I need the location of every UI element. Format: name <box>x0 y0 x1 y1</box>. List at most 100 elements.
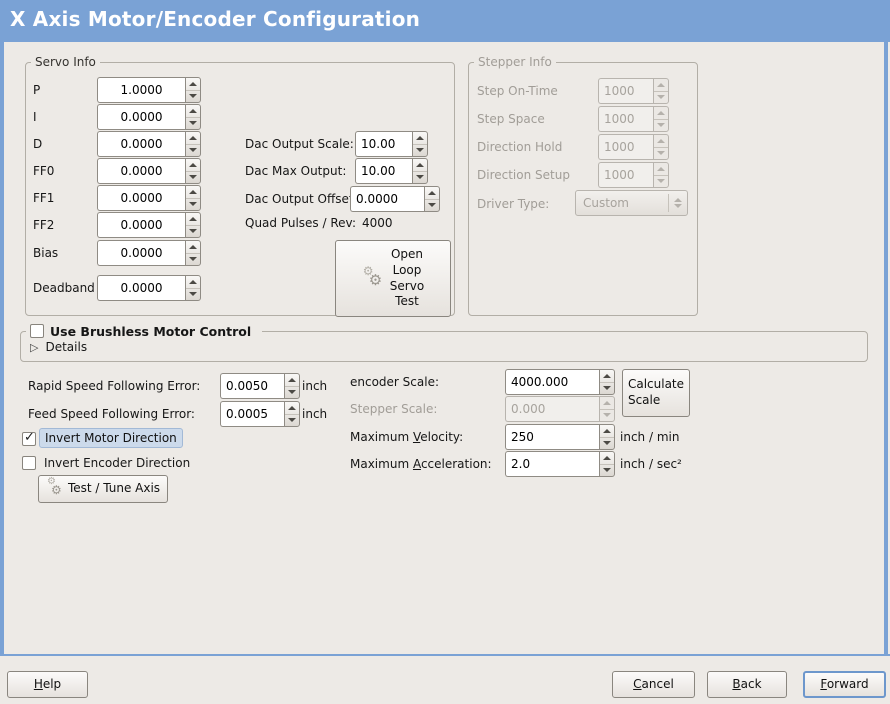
help-button-label: Help <box>33 676 62 691</box>
spin-down-icon[interactable] <box>186 143 200 157</box>
spin-down-icon[interactable] <box>186 197 200 211</box>
deadband-input[interactable] <box>97 275 185 301</box>
ff1-spin-buttons <box>185 185 201 211</box>
max-acceleration-unit: inch / sec² <box>620 457 682 471</box>
max-acceleration-spin-buttons <box>599 451 615 477</box>
open-loop-servo-test-button[interactable]: ⚙ ⚙ Open Loop Servo Test <box>335 240 451 317</box>
spin-up-icon[interactable] <box>186 78 200 90</box>
feed-following-error-input[interactable] <box>220 401 284 427</box>
rapid-following-error-spinbox <box>220 373 300 399</box>
invert-motor-checkbox[interactable]: ✓ <box>22 431 36 446</box>
test-tune-axis-label: Test / Tune Axis <box>67 481 161 496</box>
spin-down-icon[interactable] <box>186 287 200 301</box>
ff1-input[interactable] <box>97 185 185 211</box>
invert-motor-label[interactable]: Invert Motor Direction <box>39 428 183 448</box>
spin-down-icon[interactable] <box>425 198 439 212</box>
dac-max-output-spinbox <box>355 158 428 184</box>
dac-output-offset-input[interactable] <box>350 186 424 212</box>
back-button[interactable]: Back <box>707 671 787 698</box>
help-button[interactable]: Help <box>7 671 88 698</box>
spin-down-icon <box>654 118 668 132</box>
spin-up-icon[interactable] <box>285 374 299 386</box>
ff0-input[interactable] <box>97 158 185 184</box>
dac-output-offset-spinbox <box>350 186 440 212</box>
combo-divider <box>668 194 669 212</box>
dac-output-scale-spin-buttons <box>412 131 428 157</box>
spin-up-icon <box>654 79 668 91</box>
encoder-scale-spinbox <box>505 369 615 395</box>
max-acceleration-input[interactable] <box>505 451 599 477</box>
i-input[interactable] <box>97 104 185 130</box>
spin-up-icon[interactable] <box>413 159 427 171</box>
spin-down-icon <box>654 174 668 188</box>
brushless-frame <box>20 331 868 362</box>
rapid-following-error-input[interactable] <box>220 373 284 399</box>
spin-up-icon[interactable] <box>285 402 299 414</box>
brushless-legend-mask <box>26 323 262 339</box>
use-brushless-checkbox[interactable] <box>30 324 44 338</box>
spin-up-icon[interactable] <box>600 452 614 464</box>
spin-up-icon[interactable] <box>600 370 614 382</box>
spin-down-icon[interactable] <box>186 170 200 184</box>
spin-down-icon[interactable] <box>600 463 614 477</box>
dac-max-output-label: Dac Max Output: <box>245 164 347 178</box>
spin-down-icon[interactable] <box>285 413 299 427</box>
max-velocity-spin-buttons <box>599 424 615 450</box>
max-velocity-input[interactable] <box>505 424 599 450</box>
spin-down-icon[interactable] <box>186 252 200 266</box>
driver-type-combobox: Custom <box>575 190 688 216</box>
bias-spin-buttons <box>185 240 201 266</box>
step-on-time-label: Step On-Time <box>477 84 558 98</box>
spin-down-icon[interactable] <box>600 436 614 450</box>
test-tune-axis-button[interactable]: ⚙ ⚙ Test / Tune Axis <box>38 475 168 503</box>
calculate-scale-button[interactable]: Calculate Scale <box>622 369 690 417</box>
p-input[interactable] <box>97 77 185 103</box>
spin-up-icon[interactable] <box>186 132 200 144</box>
details-label: Details <box>45 340 88 354</box>
dac-max-output-input[interactable] <box>355 158 412 184</box>
spin-up-icon[interactable] <box>425 187 439 199</box>
invert-encoder-checkbox[interactable] <box>22 456 36 470</box>
spin-up-icon[interactable] <box>413 132 427 144</box>
ff2-spinbox <box>97 212 201 238</box>
spin-down-icon[interactable] <box>186 224 200 238</box>
ff0-label: FF0 <box>33 164 55 178</box>
spin-down-icon[interactable] <box>413 143 427 157</box>
d-label: D <box>33 137 43 151</box>
cancel-button[interactable]: Cancel <box>612 671 695 698</box>
spin-up-icon[interactable] <box>186 213 200 225</box>
spin-up-icon[interactable] <box>186 159 200 171</box>
spin-down-icon[interactable] <box>285 385 299 399</box>
use-brushless-label[interactable]: Use Brushless Motor Control <box>50 324 252 339</box>
encoder-scale-input[interactable] <box>505 369 599 395</box>
spin-up-icon[interactable] <box>186 241 200 253</box>
encoder-scale-spin-buttons <box>599 369 615 395</box>
spin-up-icon[interactable] <box>186 105 200 117</box>
step-space-input <box>598 106 653 132</box>
ff2-input[interactable] <box>97 212 185 238</box>
i-label: I <box>33 110 37 124</box>
i-spinbox <box>97 104 201 130</box>
spin-up-icon[interactable] <box>186 276 200 288</box>
dac-output-scale-label: Dac Output Scale: <box>245 137 354 151</box>
details-expander[interactable]: ▷ Details <box>30 340 87 354</box>
spin-up-icon[interactable] <box>600 425 614 437</box>
bias-input[interactable] <box>97 240 185 266</box>
max-acceleration-label: Maximum Acceleration: <box>350 457 492 471</box>
d-spin-buttons <box>185 131 201 157</box>
spin-down-icon <box>654 146 668 160</box>
max-velocity-spinbox <box>505 424 615 450</box>
bias-spinbox <box>97 240 201 266</box>
spin-up-icon[interactable] <box>186 186 200 198</box>
ff2-spin-buttons <box>185 212 201 238</box>
encoder-scale-label: encoder Scale: <box>350 375 440 389</box>
invert-encoder-label[interactable]: Invert Encoder Direction <box>44 456 191 470</box>
forward-button[interactable]: Forward <box>803 671 886 698</box>
dac-output-scale-input[interactable] <box>355 131 412 157</box>
spin-down-icon[interactable] <box>186 116 200 130</box>
step-on-time-spinbox <box>598 78 669 104</box>
spin-down-icon[interactable] <box>186 89 200 103</box>
spin-down-icon[interactable] <box>600 381 614 395</box>
d-input[interactable] <box>97 131 185 157</box>
spin-down-icon[interactable] <box>413 170 427 184</box>
